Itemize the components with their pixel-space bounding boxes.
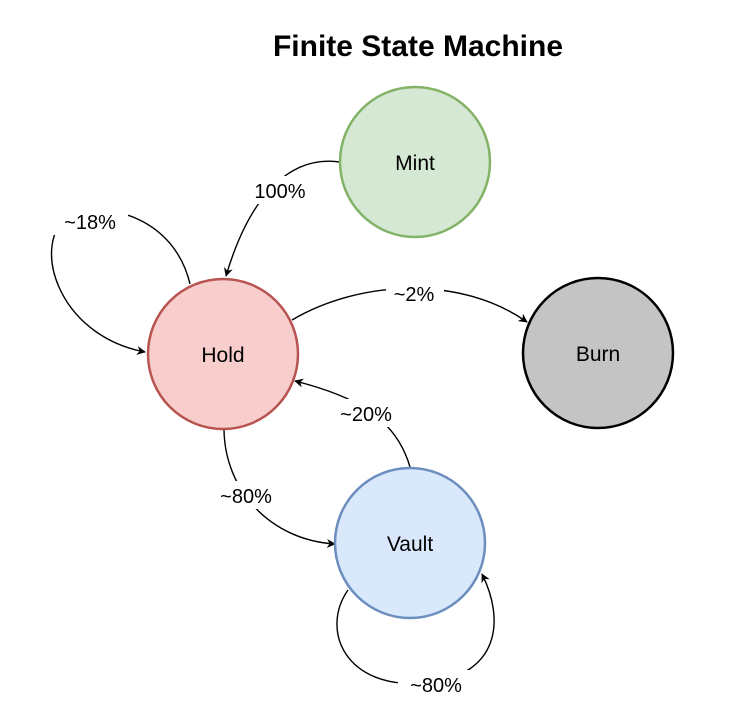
state-label-vault: Vault [387, 533, 433, 556]
edge-label-hold-to-burn: ~2% [394, 284, 435, 306]
state-circle-mint [338, 85, 492, 239]
transition-labels: 100% ~18% ~2% ~20% ~80% ~80% [52, 176, 474, 698]
edge-label-vault-to-hold: ~20% [340, 404, 392, 426]
state-label-burn: Burn [576, 343, 620, 366]
state-label-mint: Mint [395, 152, 435, 175]
state-node-vault: Vault [333, 466, 487, 620]
edge-label-hold-to-vault: ~80% [220, 486, 272, 508]
transition-edges [50, 160, 528, 685]
edge-label-hold-self-loop: ~18% [64, 212, 116, 234]
label-bg [328, 399, 404, 427]
diagram-title: Finite State Machine [273, 30, 563, 63]
label-bg [386, 281, 444, 307]
state-circle-burn [521, 276, 675, 430]
state-circle-vault [333, 466, 487, 620]
state-label-hold: Hold [201, 344, 244, 367]
edge-label-vault-self-loop: ~80% [410, 675, 462, 697]
label-bg [398, 670, 474, 698]
label-bg [247, 176, 313, 204]
label-bg [52, 207, 128, 235]
state-node-hold: Hold [146, 277, 300, 431]
state-node-burn: Burn [521, 276, 675, 430]
edge-label-mint-to-hold: 100% [254, 181, 305, 203]
label-bg [208, 481, 284, 509]
state-circle-hold [146, 277, 300, 431]
state-node-mint: Mint [338, 85, 492, 239]
